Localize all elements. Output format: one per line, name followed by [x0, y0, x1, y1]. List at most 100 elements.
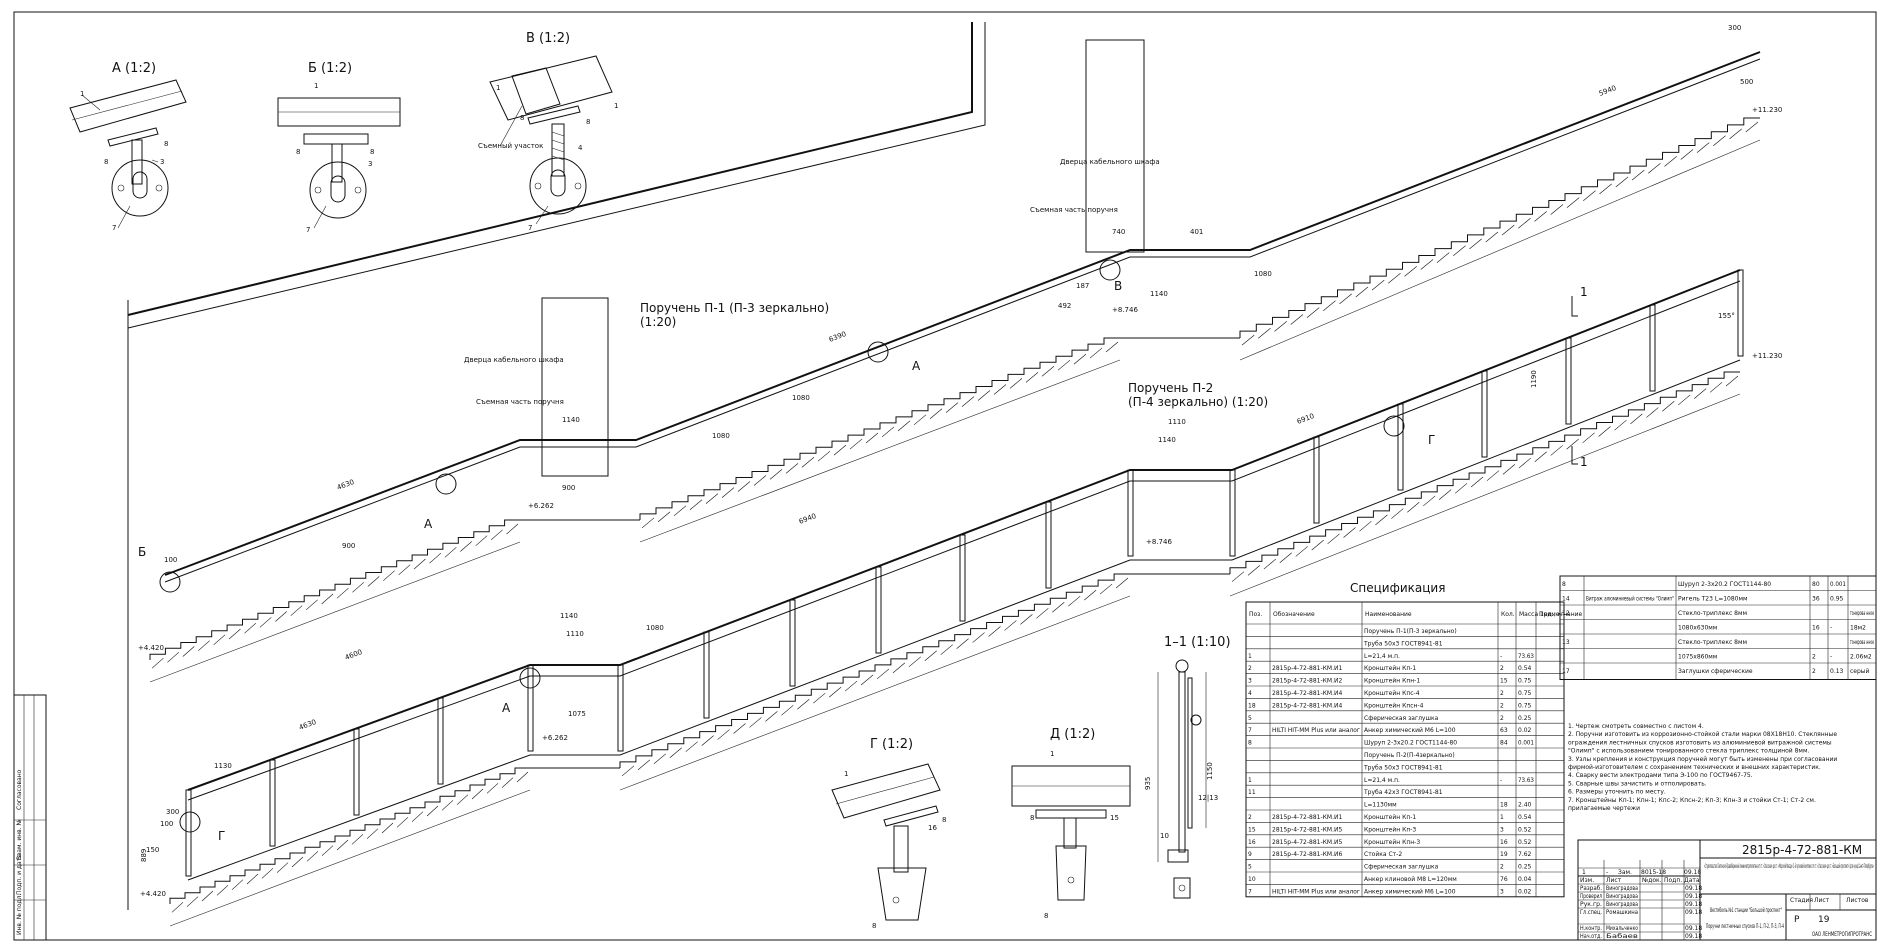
stairs-lower	[169, 371, 1741, 927]
svg-text:+4.420: +4.420	[138, 644, 164, 652]
svg-text:Лист: Лист	[1606, 877, 1622, 884]
spec2-cell: 1080х630мм	[1678, 625, 1717, 632]
step-hatch	[1083, 589, 1097, 601]
svg-text:100: 100	[164, 556, 177, 564]
svg-text:1140: 1140	[560, 612, 578, 620]
step-hatch	[1057, 359, 1071, 371]
step-hatch	[876, 668, 890, 680]
step-hatch	[501, 777, 514, 788]
note-line: 3. Узлы крепления и конструкция поручней…	[1568, 756, 1837, 763]
spec-cell: 7	[1248, 727, 1252, 734]
spec-cell: 16	[1500, 839, 1508, 846]
svg-text:+11.230: +11.230	[1752, 352, 1782, 360]
step-hatch	[1729, 128, 1742, 140]
step-hatch	[216, 885, 229, 896]
stair-steps	[1239, 117, 1760, 338]
spec-cell: 0.52	[1518, 826, 1532, 833]
tb-role: Проверил	[1580, 893, 1602, 900]
step-hatch	[1518, 218, 1531, 229]
sheet-frame	[13, 11, 1877, 941]
step-hatch	[366, 828, 379, 839]
note-line: 4. Сварку вести электродами типа Э-100 п…	[1568, 772, 1753, 779]
spec-cell: 4	[1248, 690, 1252, 697]
spec-cell: 2815р-4-72-881-КМ.И6	[1272, 851, 1342, 858]
spec-cell: 0.54	[1518, 814, 1532, 821]
step-hatch	[1241, 334, 1255, 346]
spec-cell: Кронштейн Кпн-1	[1364, 678, 1420, 685]
svg-text:900: 900	[342, 542, 355, 550]
wall-outline	[127, 22, 1145, 910]
stair-steps	[149, 519, 520, 660]
step-hatch	[1485, 231, 1499, 243]
step-hatch	[721, 487, 735, 498]
step-hatch	[817, 450, 831, 462]
tb-role: Рук.гр.	[1580, 901, 1602, 908]
step-hatch	[336, 587, 349, 599]
svg-text:№док.: №док.	[1642, 877, 1662, 884]
spec-cell: L=21,4 м.п.	[1364, 777, 1400, 784]
step-hatch	[865, 432, 879, 444]
step-hatch	[988, 626, 1001, 637]
step-hatch	[426, 805, 439, 817]
callout-a-3: А	[502, 701, 511, 715]
step-hatch	[924, 650, 937, 661]
spec-cell: -	[1500, 777, 1502, 784]
note-line: 5. Сварные швы зачистить и отполировать.	[1568, 780, 1707, 787]
svg-text:8015-18: 8015-18	[1641, 869, 1666, 876]
step-hatch	[1311, 539, 1324, 551]
step-hatch	[1582, 432, 1595, 444]
spec-cell: 2	[1500, 864, 1504, 871]
step-hatch	[413, 558, 426, 570]
svg-text:8: 8	[520, 114, 524, 122]
step-hatch	[705, 493, 719, 504]
callout-a: А	[912, 359, 921, 373]
step-hatch	[1089, 347, 1103, 359]
title-code: 2815р-4-72-881-КМ	[1742, 843, 1862, 857]
step-hatch	[444, 547, 457, 558]
tb-date: 09.18	[1685, 925, 1702, 932]
spec-cell: Сферическая заглушка	[1364, 864, 1439, 871]
svg-text:10: 10	[1160, 832, 1169, 840]
step-hatch	[781, 705, 794, 716]
step-hatch	[351, 834, 364, 845]
step-hatch	[1534, 451, 1547, 462]
step-hatch	[701, 735, 714, 746]
svg-text:+11.230: +11.230	[1752, 106, 1782, 114]
section-1-1: 1–1 (1:10) 935 1150 12|13 10	[1144, 635, 1231, 899]
spec2-cell: 2	[1812, 654, 1816, 661]
spec-cell: 2815р-4-72-881-КМ.И4	[1272, 690, 1342, 697]
svg-text:6390: 6390	[828, 330, 848, 344]
spec-cell: 3	[1500, 888, 1504, 895]
step-hatch	[1534, 211, 1547, 222]
svg-text:1140: 1140	[562, 416, 580, 424]
spec2-cell: 18м2	[1850, 625, 1866, 632]
spec-cell: 2815р-4-72-881-КМ.И4	[1272, 702, 1342, 709]
note-line: 1. Чертеж смотреть совместно с листом 4.	[1568, 723, 1704, 730]
spec-cell: Кронштейн Кп-3	[1364, 826, 1416, 833]
tb-date: 09.18	[1685, 893, 1702, 900]
glass-posts	[185, 269, 1744, 877]
spec-cell: 7.62	[1518, 851, 1532, 858]
step-hatch	[1407, 502, 1420, 513]
step-hatch	[1020, 614, 1033, 625]
svg-text:5940: 5940	[1598, 84, 1618, 98]
tb-role: Разраб.	[1580, 885, 1602, 892]
spec-cell: Анкер химический М6 L=100	[1364, 888, 1456, 895]
tb-person: Ромашкина	[1606, 909, 1638, 916]
tb-date: 09.18	[1685, 885, 1702, 892]
step-hatch	[1420, 259, 1434, 270]
spec-cell: 1	[1248, 777, 1252, 784]
step-hatch	[1470, 476, 1484, 488]
tb-date: 09.18	[1685, 909, 1702, 916]
step-hatch	[1327, 533, 1340, 545]
spec-cell: 2815р-4-72-881-КМ.И1	[1272, 814, 1342, 821]
spec-cell: 2	[1500, 702, 1504, 709]
svg-text:300: 300	[166, 808, 179, 816]
spec-title: Спецификация	[1350, 581, 1445, 595]
detail-v-removable-label: Съемный участок	[478, 142, 543, 150]
spec-cell: Кронштейн Кпн-3	[1364, 839, 1420, 846]
step-hatch	[1598, 426, 1611, 437]
step-hatch	[1423, 495, 1436, 507]
svg-text:1: 1	[844, 770, 848, 778]
